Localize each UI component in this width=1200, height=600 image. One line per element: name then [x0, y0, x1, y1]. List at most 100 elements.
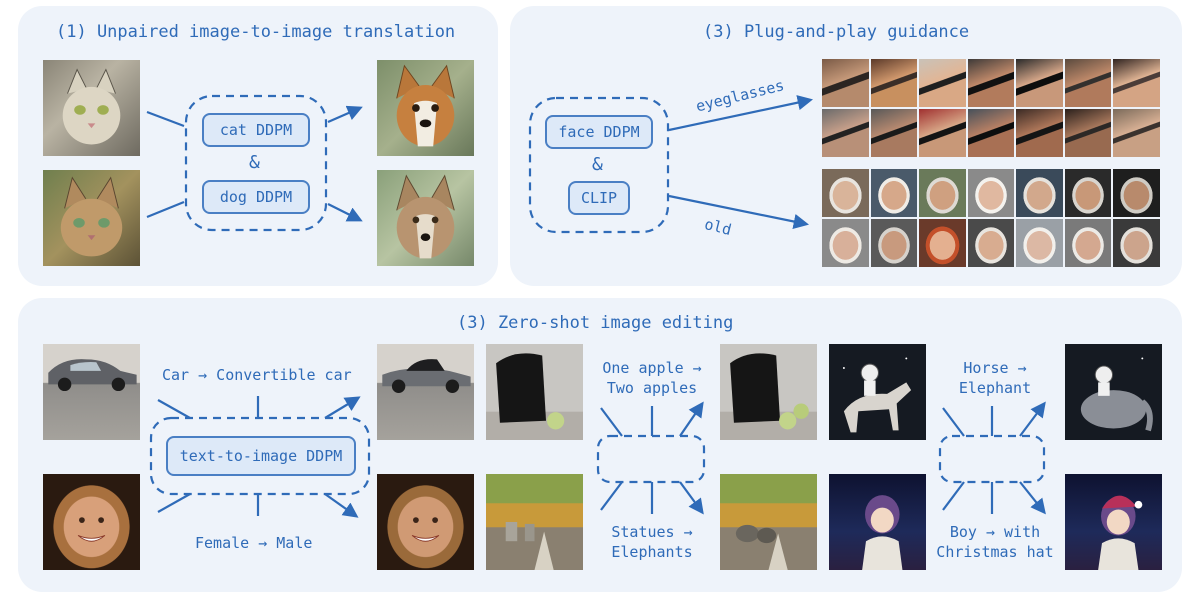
edit-label-boy: Boy → with Christmas hat: [936, 523, 1054, 561]
face-thumbnail: [967, 109, 1015, 157]
output-arrow: [679, 481, 704, 515]
model-group-outline-1: [184, 94, 328, 232]
text-to-image-ddpm-box: text-to-image DDPM: [166, 436, 356, 476]
face-thumbnail: [919, 59, 966, 107]
car-output-image: [377, 344, 474, 440]
input-edge: [146, 200, 185, 219]
anime-boy-christmas-hat-icon: [1098, 495, 1143, 570]
output-arrow: [1019, 481, 1046, 515]
input-edge: [942, 481, 965, 511]
face-thumbnail: [1113, 59, 1160, 107]
panel-editing-title: (3) Zero-shot image editing: [457, 313, 734, 333]
dog-image-2: [377, 170, 474, 266]
output-arrow: [679, 401, 704, 437]
face-thumbnail: [967, 219, 1015, 267]
smiling-woman-face-icon: [77, 517, 106, 542]
cat-image-2: [43, 170, 140, 266]
apple-input-image: [486, 344, 583, 440]
input-edge: [600, 407, 623, 437]
statues-input-image: [486, 474, 583, 570]
face-thumbnail: [1064, 59, 1112, 107]
face-thumbnail: [822, 59, 869, 107]
clip-box: CLIP: [568, 181, 630, 215]
horse-input-image: [829, 344, 926, 440]
cat-face-icon-2: [60, 176, 123, 257]
edit-label-statues: Statues → Elephants: [611, 523, 693, 561]
face-thumbnail: [1016, 59, 1063, 107]
face-thumbnail: [822, 219, 869, 267]
elephants-output-image: [720, 474, 817, 570]
face-thumbnail: [1113, 109, 1160, 157]
input-edge: [600, 481, 623, 511]
edit-label-horse: Horse → Elephant: [958, 359, 1032, 397]
backpack-apple-icon: [496, 353, 565, 430]
face-thumbnail: [919, 109, 966, 157]
astronaut-horse-icon: [842, 357, 912, 433]
model-group-outline-2: [528, 96, 670, 234]
output-arrow: [668, 194, 810, 230]
face-thumbnail: [870, 109, 918, 157]
statues-icon: [505, 522, 554, 570]
output-arrow: [327, 203, 363, 222]
panel-guidance-title: (3) Plug-and-play guidance: [703, 22, 970, 42]
face-thumbnail: [1113, 219, 1160, 267]
dog-image-1: [377, 60, 474, 156]
model-group-outline-5: [938, 434, 1046, 484]
wolf-dog-face-icon: [396, 174, 455, 259]
model-group-outline-4: [596, 434, 706, 484]
edit-label-car: Car → Convertible car: [162, 366, 352, 384]
face-thumbnail: [967, 169, 1015, 217]
edit-label-gender: Female → Male: [195, 534, 313, 552]
output-arrow: [1019, 401, 1046, 437]
face-thumbnail: [919, 219, 966, 267]
boy-input-image: [829, 474, 926, 570]
face-thumbnail: [1016, 219, 1063, 267]
face-thumbnail: [822, 169, 869, 217]
face-thumbnail: [870, 59, 918, 107]
ampersand-1: &: [249, 152, 260, 173]
face-thumbnail: [822, 109, 869, 157]
face-thumbnail: [967, 59, 1015, 107]
input-edge: [942, 407, 965, 437]
input-edge: [157, 493, 191, 513]
face-thumbnail: [870, 219, 918, 267]
input-edge: [146, 110, 185, 128]
face-thumbnail: [870, 169, 918, 217]
elephants-icon: [735, 524, 788, 570]
output-arrow: [327, 105, 363, 124]
output-arrow: [324, 493, 359, 518]
car-input-image: [43, 344, 140, 440]
face-thumbnail: [1064, 219, 1112, 267]
cat-image-1: [43, 60, 140, 156]
dog-face-icon: [396, 64, 455, 147]
output-arrow: [668, 95, 814, 132]
ampersand-2: &: [592, 154, 603, 175]
cat-ddpm-box: cat DDPM: [202, 113, 310, 147]
edit-label-apples: One apple → Two apples: [602, 359, 702, 397]
elephant-output-image: [1065, 344, 1162, 440]
eyeglasses-faces-grid: [822, 59, 1160, 157]
face-thumbnail: [1016, 169, 1063, 217]
old-faces-grid: [822, 169, 1160, 267]
smiling-man-face-icon: [411, 517, 440, 542]
car-icon: [48, 359, 137, 392]
face-thumbnail: [1113, 169, 1160, 217]
backpack-two-apples-icon: [730, 353, 809, 430]
face-ddpm-box: face DDPM: [545, 115, 653, 149]
anime-boy-icon: [862, 495, 903, 570]
boy-hat-output-image: [1065, 474, 1162, 570]
woman-input-image: [43, 474, 140, 570]
convertible-car-icon: [382, 359, 471, 393]
astronaut-elephant-icon: [1080, 357, 1153, 432]
face-thumbnail: [1016, 109, 1063, 157]
model-group-outline-3: [149, 416, 371, 496]
output-arrow: [324, 396, 361, 419]
face-thumbnail: [1064, 109, 1112, 157]
man-output-image: [377, 474, 474, 570]
face-thumbnail: [1064, 169, 1112, 217]
dog-ddpm-box: dog DDPM: [202, 180, 310, 214]
input-edge: [157, 399, 191, 419]
panel-translation-title: (1) Unpaired image-to-image translation: [56, 22, 456, 42]
face-thumbnail: [919, 169, 966, 217]
